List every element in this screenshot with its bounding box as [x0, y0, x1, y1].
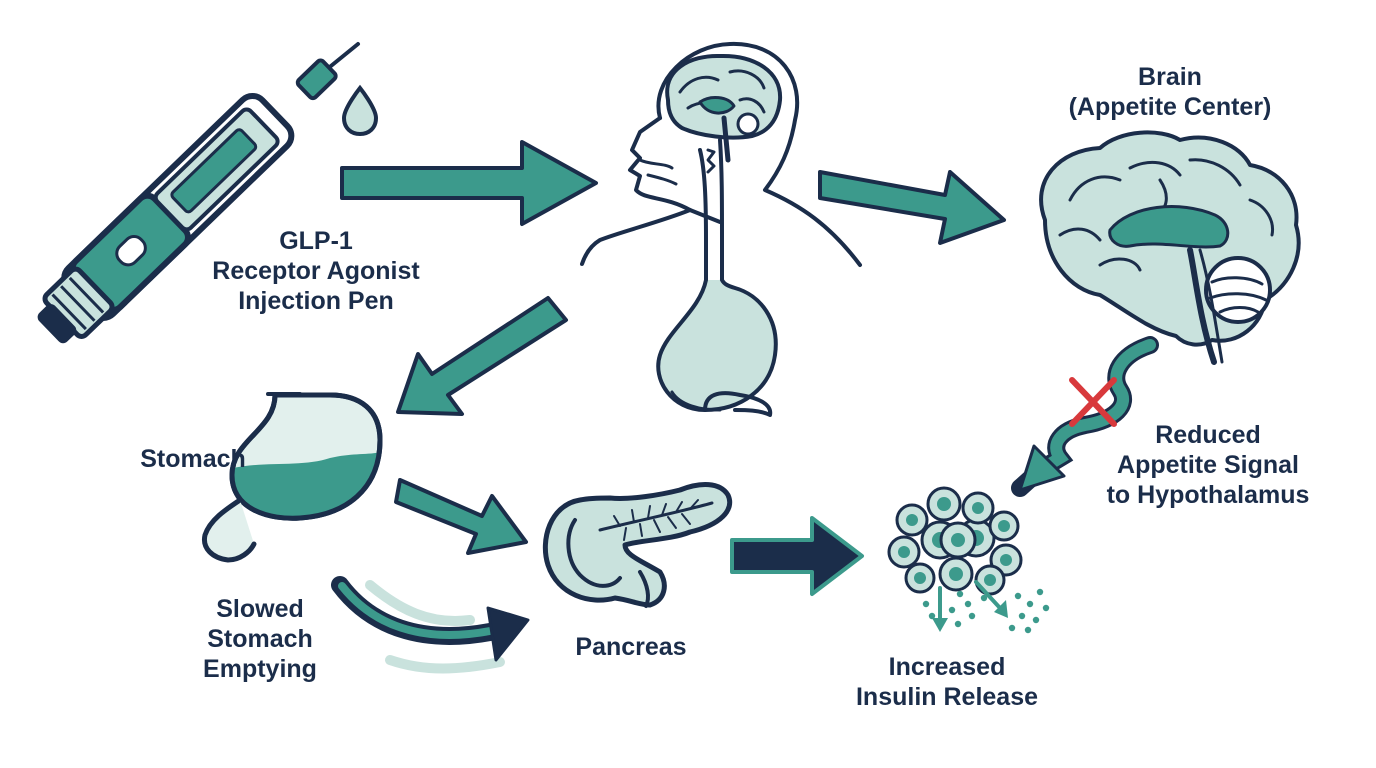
pen-label: GLP-1 Receptor Agonist Injection Pen [212, 227, 420, 315]
flow-arrow-icon [340, 140, 598, 226]
insulin-granule [968, 612, 976, 620]
head-and-gut-icon [580, 41, 862, 417]
stomach-label: Stomach [140, 445, 246, 473]
beta-cell-nucleus [951, 533, 965, 547]
pancreas-icon [542, 482, 733, 608]
beta-cell-nucleus [906, 514, 918, 526]
brain-icon [1039, 130, 1301, 365]
beta-cell-cluster-icon [887, 486, 1050, 634]
brain-label: Brain (Appetite Center) [1068, 63, 1272, 121]
insulin-granule [928, 612, 936, 620]
insulin-granule [1018, 612, 1026, 620]
flow-arrow-icon [730, 516, 864, 596]
insulin-granule [948, 606, 956, 614]
insulin-granule [980, 594, 988, 602]
insulin-granule [1032, 616, 1040, 624]
stomach-icon [201, 392, 383, 563]
insulin-granule [1014, 592, 1022, 600]
beta-cell-nucleus [972, 502, 984, 514]
insulin-granule [954, 620, 962, 628]
insulin-granule [964, 600, 972, 608]
beta-cell-nucleus [984, 574, 996, 586]
insulin-granule [1026, 600, 1034, 608]
slowed-emptying-arrow-icon [331, 576, 530, 674]
insulin-granule [1036, 588, 1044, 596]
insulin-label: Increased Insulin Release [855, 653, 1039, 711]
beta-cell-nucleus [998, 520, 1010, 532]
appetite-signal-label: Reduced Appetite Signal to Hypothalamus [1106, 421, 1310, 509]
insulin-granule [956, 590, 964, 598]
flow-arrow-icon [818, 170, 1006, 245]
insulin-granule [1042, 604, 1050, 612]
beta-cell-nucleus [949, 567, 963, 581]
beta-cell-nucleus [937, 497, 951, 511]
pancreas-label: Pancreas [575, 633, 687, 661]
injection-pen-icon [37, 42, 379, 344]
beta-cell-nucleus [1000, 554, 1012, 566]
insulin-granule [1024, 626, 1032, 634]
blocked-signal-icon [1011, 336, 1159, 497]
flow-arrow-icon [396, 296, 568, 416]
insulin-granule [922, 600, 930, 608]
insulin-granule [1008, 624, 1016, 632]
beta-cell-nucleus [914, 572, 926, 584]
slowed-emptying-label: Slowed Stomach Emptying [203, 595, 317, 683]
beta-cell-nucleus [898, 546, 910, 558]
flow-arrow-icon [394, 478, 528, 555]
